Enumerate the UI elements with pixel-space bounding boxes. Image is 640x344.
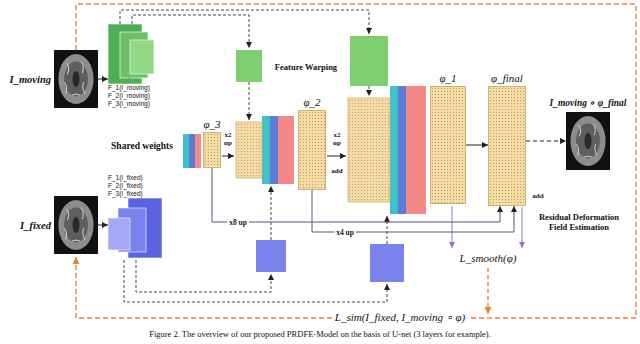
decoder-conv-block [278, 116, 294, 184]
brain-scan [566, 112, 610, 170]
operation-label: x2 up [330, 131, 344, 147]
decoder-conv-block [262, 116, 270, 184]
skip-dashed-line [271, 186, 272, 240]
feature-maps [108, 24, 164, 84]
feature-label: F_2(I_fixed) [108, 182, 143, 190]
loss-loop-line [76, 4, 636, 318]
feature-label-group: F_1(I_fixed)F_2(I_fixed)F_3(I_fixed) [108, 174, 143, 198]
image-label: I_moving [10, 73, 51, 86]
decoder-conv-block [183, 86, 426, 214]
field-label: φ_2 [303, 96, 320, 109]
upsample-arrow [222, 156, 234, 157]
feature-label: F_2(I_moving) [108, 92, 150, 100]
loss-label: L_smooth(φ) [460, 252, 517, 265]
output-image: I_moving ∘ φ_final [566, 112, 610, 170]
loss-loop-line [487, 268, 488, 314]
feature-pyramid: F_1(I_moving)F_2(I_moving)F_3(I_moving) [108, 24, 164, 108]
deformation-field: φ_1 [430, 86, 466, 204]
field-label: φ_3 [203, 118, 220, 131]
image-label: I_fixed [20, 219, 51, 232]
warped-feature-block [256, 240, 286, 272]
upsampled-field [348, 98, 390, 202]
field-label: φ_final [491, 72, 523, 85]
upsample-arrow [327, 156, 346, 157]
smooth-loss-line [452, 206, 453, 248]
operation-label: add [331, 167, 342, 175]
feature-pyramid: F_1(I_fixed)F_2(I_fixed)F_3(I_fixed) [108, 174, 164, 258]
stage-label: Residual Deformation Field Estimation [530, 212, 628, 232]
feature-label: F_3(I_moving) [108, 100, 150, 108]
feature-label: F_1(I_fixed) [108, 174, 143, 182]
upsampled-field [236, 98, 390, 202]
input-image: I_fixed [54, 196, 98, 254]
connector [526, 141, 566, 142]
warped-feature-block [236, 50, 262, 82]
smooth-loss-line [522, 207, 523, 248]
upsample-arrow [222, 156, 346, 157]
decoder-conv-block [195, 134, 201, 168]
decoder-conv-block [398, 86, 406, 214]
decoder-conv-block [183, 134, 189, 168]
skip-dashed-line [369, 86, 370, 96]
decoder-conv-block [189, 134, 195, 168]
group-label: Shared weights [111, 141, 173, 152]
deformation-field: φ_final [488, 86, 526, 206]
connector-group [98, 79, 566, 232]
warped-feature-block [370, 244, 404, 282]
operation-label: x2 up [221, 131, 235, 147]
connector [466, 145, 488, 146]
decoder-conv-block [270, 116, 278, 184]
skip-dashed-line [387, 216, 388, 244]
decoder-conv-block [390, 86, 398, 214]
connector [98, 79, 108, 80]
feature-label: F_1(I_moving) [108, 84, 150, 92]
loss-loop-line [76, 4, 636, 318]
skip-dashed-line [120, 10, 369, 34]
feature-map [130, 40, 154, 74]
feature-maps [108, 198, 164, 258]
feature-label-group: F_1(I_moving)F_2(I_moving)F_3(I_moving) [108, 84, 150, 108]
connector-label: x4 up [334, 227, 356, 238]
decoder-conv-block [406, 86, 426, 214]
figure-caption: Figure 2. The overview of our proposed P… [0, 329, 640, 340]
skip-dashed-line [136, 260, 271, 292]
deformation-field: φ_2 [298, 110, 326, 190]
skip-dashed-line [249, 82, 250, 120]
deformation-field: φ_3 [203, 132, 221, 168]
warped-feature-block [350, 36, 388, 86]
skip-dashed-line [120, 10, 387, 302]
warped-feature-block [236, 36, 404, 282]
feature-label: F_3(I_fixed) [108, 190, 143, 198]
smooth-loss-line [452, 206, 522, 248]
connector-label: x8 up [227, 217, 249, 228]
brain-scan [54, 196, 98, 254]
brain-scan [54, 50, 98, 108]
image-label: I_moving ∘ φ_final [549, 97, 626, 109]
skip-dashed-line [124, 260, 387, 302]
loss-label: L_sim(I_fixed, I_moving ∘ φ) [332, 311, 468, 324]
stage-label: Feature Warping [275, 62, 337, 72]
field-label: φ_1 [439, 72, 456, 85]
operation-label: add [532, 192, 543, 200]
connector [98, 225, 108, 226]
upsampled-field [236, 122, 262, 178]
input-image: I_moving [54, 50, 98, 108]
feature-map [108, 218, 130, 250]
